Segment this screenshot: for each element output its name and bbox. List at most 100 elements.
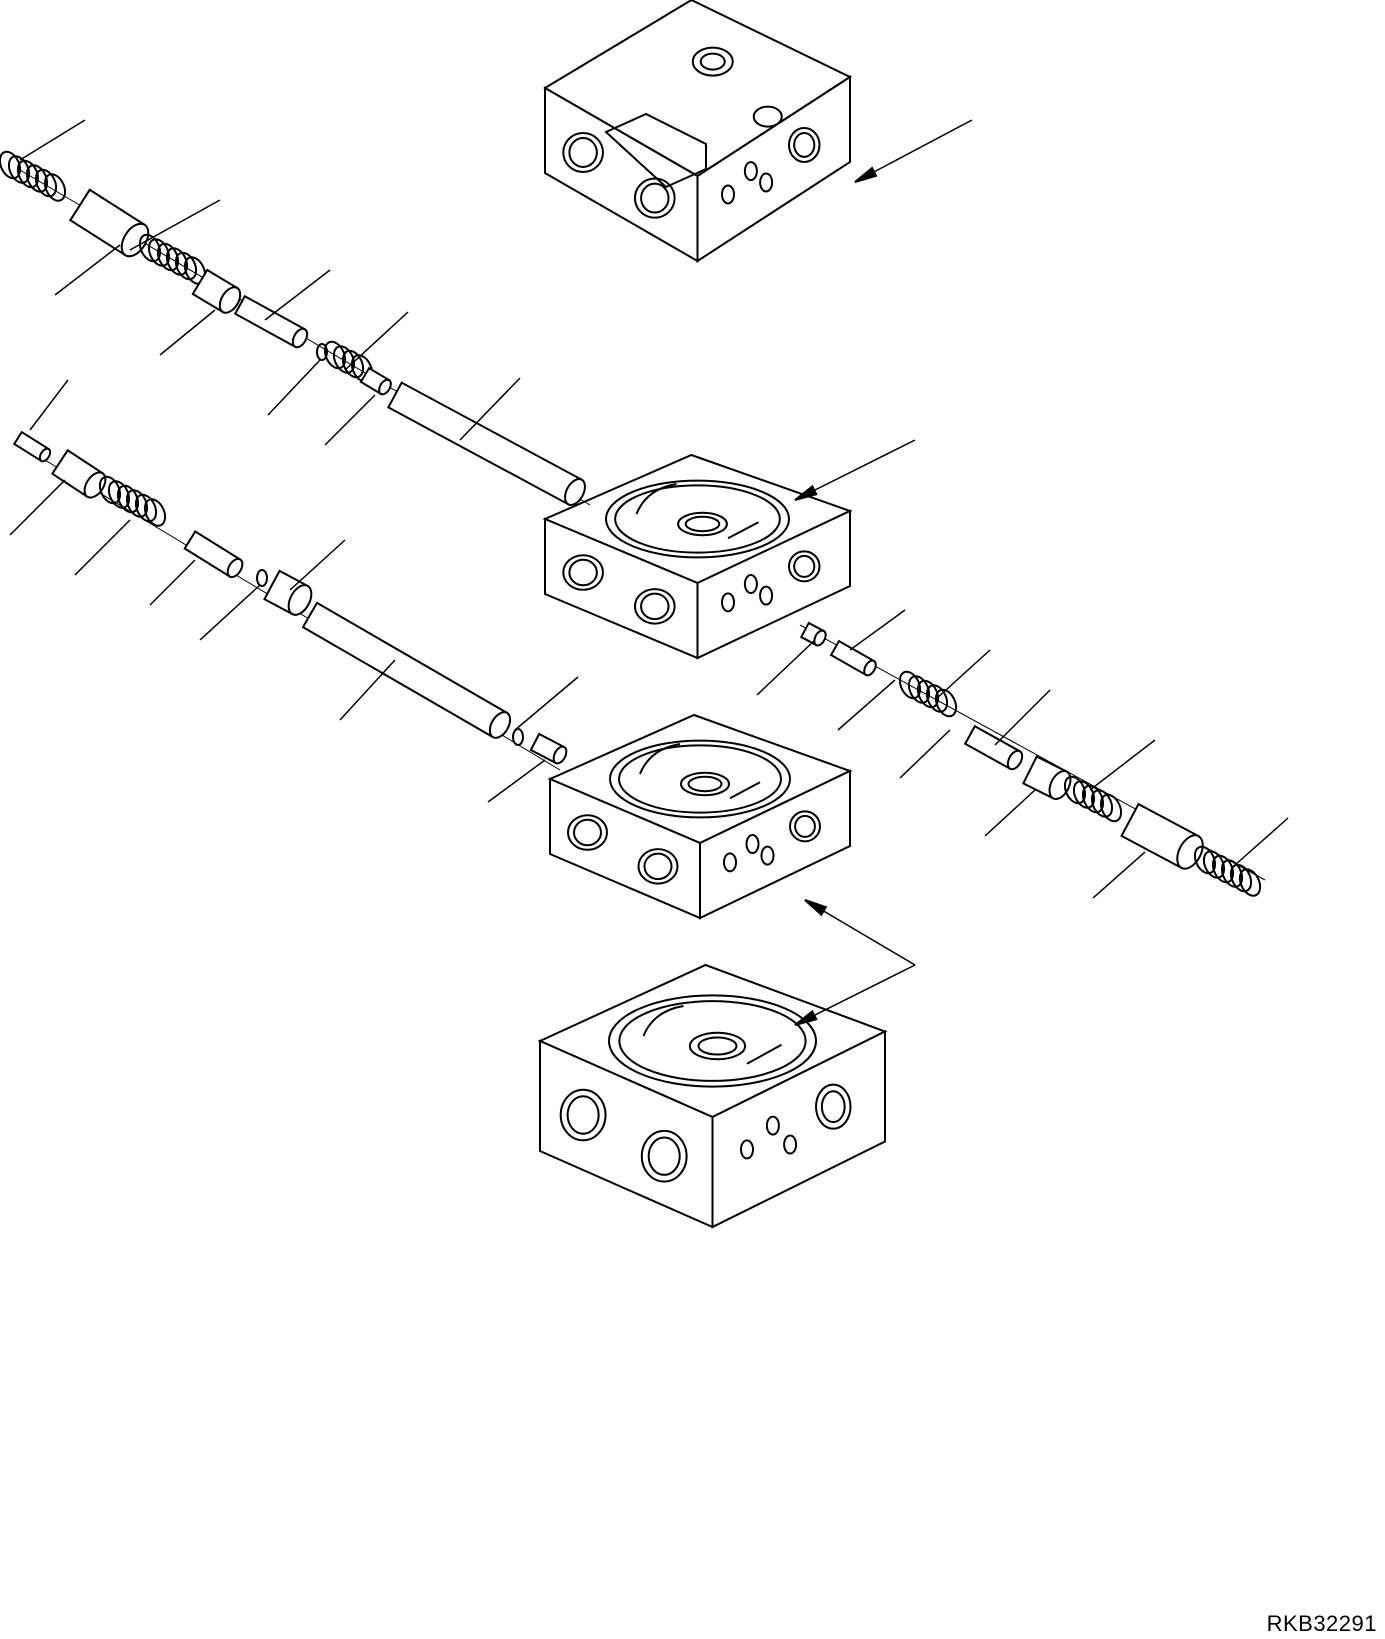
seal-groove-inner [619, 1001, 805, 1081]
block-right-face [700, 771, 850, 918]
spool-upper [388, 383, 589, 509]
spool-bore-inner [689, 777, 722, 791]
block-right-face [698, 77, 851, 261]
spool-bore-inner [686, 517, 720, 531]
leader-lines [10, 120, 1288, 1025]
spring-coil [1227, 862, 1255, 895]
spring-coil [1079, 783, 1107, 816]
valve-section-upper [545, 455, 850, 658]
bolt-hole [760, 173, 772, 191]
leader-line [20, 120, 85, 160]
leader-line [200, 585, 260, 640]
spring-coil [114, 483, 142, 516]
piston-right [1122, 804, 1208, 873]
arrow-head-icon [795, 1011, 816, 1025]
part-end [290, 326, 310, 349]
seal-groove-inner [619, 745, 781, 812]
leader-line [1093, 852, 1145, 898]
part-end [116, 219, 154, 261]
bolt-hole [745, 162, 757, 180]
block-right-face [713, 1032, 886, 1228]
passage [637, 484, 759, 538]
valve-parts [0, 149, 1265, 899]
spring-coil [172, 250, 200, 283]
leader-line [838, 680, 895, 730]
part-end [284, 581, 316, 618]
leader-line [488, 760, 545, 802]
spool-bore-inner [699, 1037, 737, 1054]
leader-line [935, 650, 990, 700]
leader-line [985, 790, 1035, 836]
port-thread [645, 854, 672, 880]
spring-coil [5, 153, 33, 186]
leader-line [75, 520, 130, 575]
spring-coil [163, 245, 191, 278]
spring-coil [141, 496, 169, 529]
spring-coil [896, 669, 924, 702]
spring-coil [339, 348, 367, 381]
spring-upper-outer [0, 149, 69, 204]
port-thread [641, 184, 668, 213]
spring-coil [905, 673, 933, 706]
leader-line [55, 245, 120, 295]
ring-lower [257, 570, 267, 586]
spring-coil [330, 343, 358, 376]
leader-line [460, 378, 520, 440]
port-thread [822, 1091, 845, 1122]
bolt-hole [762, 847, 774, 865]
port-thread [795, 816, 815, 837]
port-hole [563, 555, 603, 590]
ring-lower-2 [513, 729, 523, 745]
part-end [486, 709, 515, 742]
end-cover-block [545, 0, 850, 261]
leader-line [30, 380, 68, 430]
seal-groove [609, 995, 816, 1086]
port-thread [641, 594, 668, 620]
spring-coil [932, 687, 960, 720]
leader-line [757, 640, 815, 695]
spring-coil [1191, 844, 1219, 877]
port-thread [568, 1096, 599, 1133]
spring-coil [914, 678, 942, 711]
leader-line [130, 200, 220, 250]
spring-coil [105, 478, 133, 511]
port-thread [649, 1138, 680, 1175]
leader-line [10, 480, 65, 535]
part-end [561, 476, 589, 509]
spool-bore [681, 773, 729, 795]
bolt-hole [741, 1140, 753, 1158]
leader-line [1235, 818, 1288, 865]
spool-bore [678, 513, 727, 535]
spring-coil [1097, 792, 1125, 825]
port-hole [568, 815, 607, 850]
spring-right-small [896, 669, 960, 720]
poppet-upper [235, 296, 310, 349]
leader-line [850, 610, 905, 650]
top-port [693, 48, 733, 76]
port-hole [639, 849, 678, 884]
leader-line [290, 540, 345, 590]
arrow-head-icon [795, 486, 816, 500]
passage [644, 1006, 782, 1064]
leader-line [325, 395, 375, 445]
passage [640, 744, 760, 798]
part-body [303, 603, 507, 737]
part-end [377, 378, 393, 397]
spring-coil [154, 241, 182, 274]
spring-coil [1200, 848, 1228, 881]
spool-lower [303, 603, 514, 741]
part-end [862, 659, 878, 678]
port-thread [569, 138, 596, 167]
drawing-code: RKB32291 [1266, 1611, 1377, 1636]
bolt-hole [760, 587, 772, 605]
valve-section-lower [550, 715, 850, 918]
spring-coil [1070, 778, 1098, 811]
retainer-right [1023, 757, 1074, 803]
spring-coil [321, 339, 349, 372]
leader-line [515, 677, 578, 730]
spring-coil [123, 487, 151, 520]
spring-coil [23, 162, 51, 195]
ring-upper [317, 344, 327, 360]
leader-line [1090, 740, 1155, 790]
